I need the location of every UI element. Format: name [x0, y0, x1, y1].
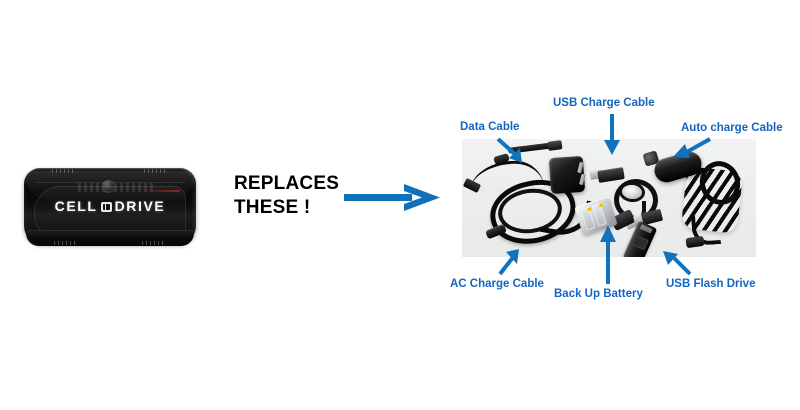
device-vent-bottom-right: [142, 241, 164, 245]
device-logo-left-text: CELL: [54, 198, 98, 214]
arrow-down-right-icon: [496, 137, 522, 163]
device-vent-bottom-left: [54, 241, 76, 245]
device-logo: CELL DRIVE: [24, 198, 196, 214]
flash-drive-cap: [631, 234, 649, 251]
callout-label-ac-charge-cable: AC Charge Cable: [450, 278, 544, 290]
battery-contact-1: [587, 207, 592, 212]
device-micro-print: [78, 183, 156, 192]
brick-prong-lower: [579, 173, 586, 186]
data-cable-usb-tip: [547, 140, 563, 151]
ac-charger-brick: [548, 155, 586, 195]
callout-label-back-up-battery: Back Up Battery: [554, 288, 643, 300]
callout-label-usb-flash-drive: USB Flash Drive: [666, 278, 756, 290]
headline-line-1: REPLACES: [234, 173, 340, 194]
device-base: [26, 230, 194, 246]
square-badge-icon: [100, 202, 112, 212]
usb-charge-cable-usb-plug: [597, 167, 625, 183]
headline-line-2: THESE !: [234, 197, 311, 218]
arrow-up-right-icon: [498, 249, 519, 276]
device-body: CELL DRIVE: [24, 168, 196, 246]
brick-prong-upper: [577, 161, 584, 174]
auto-charger-plug: [685, 235, 705, 249]
arrow-up-left-icon: [663, 251, 692, 276]
battery-contact-2: [598, 203, 604, 208]
callout-label-usb-charge-cable: USB Charge Cable: [553, 97, 655, 109]
callout-label-data-cable: Data Cable: [460, 121, 520, 133]
device-vent-top-right: [144, 169, 166, 173]
device-vent-top-left: [52, 169, 74, 173]
callout-label-auto-charge-cable: Auto charge Cable: [681, 122, 783, 134]
big-right-arrow-icon: [344, 184, 440, 211]
device-red-accent: [144, 190, 180, 192]
device-lens-icon: [102, 180, 115, 193]
arrow-down-left-icon: [673, 137, 711, 158]
device-logo-right-text: DRIVE: [114, 198, 166, 214]
cell-drive-device: CELL DRIVE: [24, 166, 198, 248]
device-seam-line: [36, 182, 184, 183]
flash-drive-connector: [639, 224, 653, 234]
headline-replaces-these: REPLACES THESE !: [234, 172, 352, 220]
arrow-up-icon: [600, 225, 616, 284]
arrow-down-icon: [604, 114, 620, 155]
